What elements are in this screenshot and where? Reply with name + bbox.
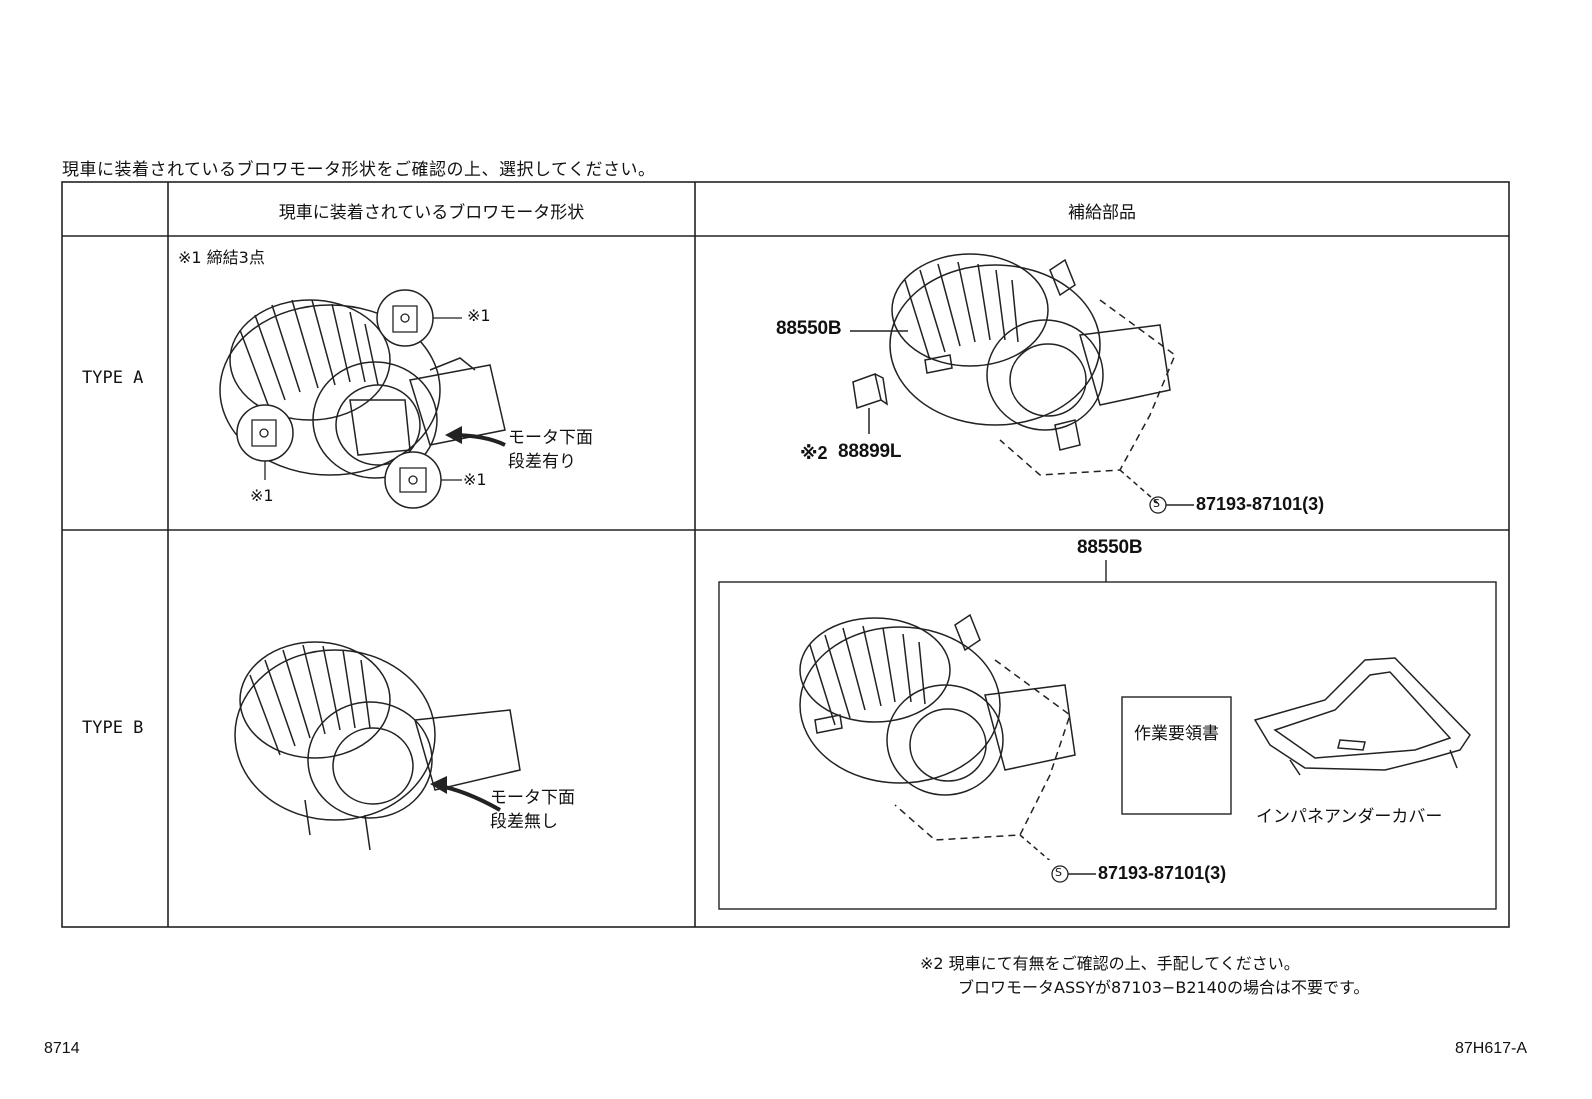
instruction-text: 現車に装着されているブロワモータ形状をご確認の上、選択してください。 bbox=[62, 160, 656, 180]
page-code-right: 87H617-A bbox=[1455, 1040, 1528, 1057]
screw-part-label-a: 87193-87101(3) bbox=[1196, 494, 1325, 514]
part-88899l-marker: ※2 bbox=[800, 443, 828, 463]
header-parts: 補給部品 bbox=[1068, 203, 1136, 223]
page-code-left: 8714 bbox=[44, 1040, 80, 1057]
callout-type-a-line1: モータ下面 bbox=[508, 428, 593, 448]
work-manual-document bbox=[1121, 696, 1232, 815]
callout-type-a-line2: 段差有り bbox=[508, 452, 576, 472]
header-shape: 現車に装着されているブロワモータ形状 bbox=[278, 203, 585, 223]
part-88550b-label-a: 88550B bbox=[776, 318, 842, 339]
screw-part-label-b: 87193-87101(3) bbox=[1098, 863, 1227, 883]
screw-symbol-a bbox=[1149, 496, 1194, 514]
part-88899l-drawing bbox=[852, 373, 889, 434]
marker-1-bottom: ※1 bbox=[463, 470, 487, 489]
screw-s-letter-b: S bbox=[1055, 866, 1062, 879]
blower-motor-88550b-drawing bbox=[889, 253, 1176, 506]
callout-type-b-line2: 段差無し bbox=[490, 812, 558, 832]
row-label-type-a: TYPE A bbox=[82, 368, 144, 388]
screw-symbol-b bbox=[1051, 865, 1096, 883]
blower-motor-type-a-drawing bbox=[219, 289, 506, 509]
work-manual-label: 作業要領書 bbox=[1134, 724, 1219, 744]
part-88550b-label-b: 88550B bbox=[1077, 537, 1143, 558]
under-cover-label: インパネアンダーカバー bbox=[1256, 807, 1443, 827]
marker-1-top: ※1 bbox=[467, 306, 491, 325]
marker-1-left: ※1 bbox=[250, 486, 274, 505]
footnote-line1: ※2 現車にて有無をご確認の上、手配してください。 bbox=[920, 954, 1300, 973]
footnote-line2: ブロワモータASSYが87103−B2140の場合は不要です。 bbox=[958, 978, 1370, 997]
callout-type-b-line1: モータ下面 bbox=[490, 788, 575, 808]
blower-motor-type-b-drawing bbox=[234, 641, 521, 851]
part-88899l-label: 88899L bbox=[838, 441, 902, 462]
instrument-panel-under-cover-drawing bbox=[1253, 657, 1471, 776]
row-label-type-b: TYPE B bbox=[82, 718, 144, 738]
kit-contents-box bbox=[718, 581, 1497, 910]
screw-s-letter-a: S bbox=[1153, 497, 1160, 510]
blower-motor-kit-drawing bbox=[799, 613, 1076, 860]
fastening-note: ※1 締結3点 bbox=[178, 248, 265, 267]
